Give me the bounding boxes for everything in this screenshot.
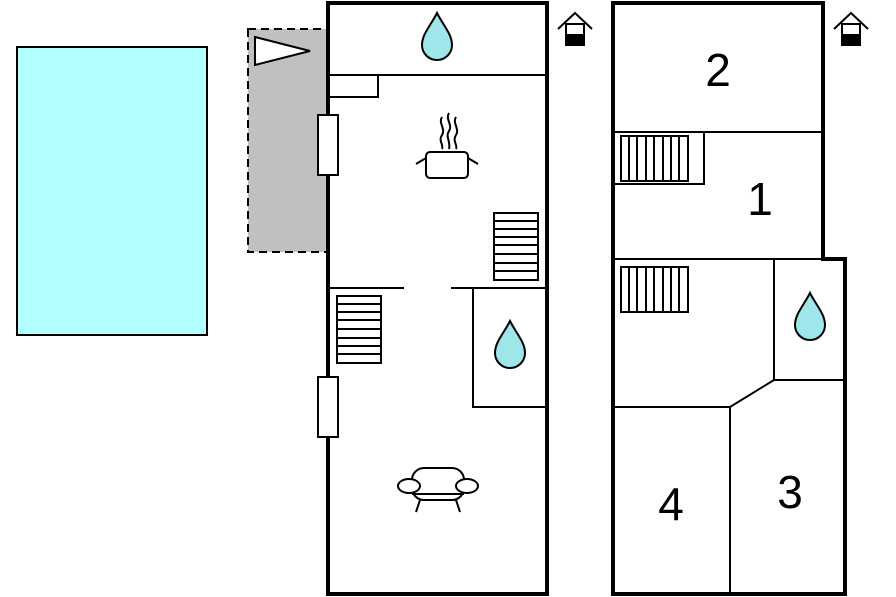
water-drop-icon (420, 10, 454, 61)
stairs-icon (620, 135, 689, 182)
upper-floor: 2 1 4 3 (611, 1, 869, 596)
stairs-icon (336, 295, 382, 364)
ground-floor (317, 1, 593, 596)
room-number-4: 4 (658, 478, 684, 530)
water-drop-icon (493, 318, 527, 369)
window (317, 114, 339, 176)
stairs-icon (493, 212, 539, 281)
room-number-1: 1 (747, 173, 773, 225)
stairs-icon (620, 266, 689, 313)
terrace-arrow-icon (254, 35, 311, 67)
sofa-icon (397, 467, 479, 513)
wall (613, 132, 705, 185)
terrace-area (247, 28, 329, 253)
house-door-icon (833, 11, 869, 46)
cabinet (330, 74, 379, 98)
wall (472, 288, 547, 408)
water-drop-icon (793, 290, 827, 341)
room-number-2: 2 (705, 44, 731, 96)
window (317, 376, 339, 438)
room-number-3: 3 (777, 466, 803, 518)
cooking-pot-icon (415, 112, 479, 179)
pool-area (16, 46, 208, 336)
house-door-icon (557, 11, 593, 46)
